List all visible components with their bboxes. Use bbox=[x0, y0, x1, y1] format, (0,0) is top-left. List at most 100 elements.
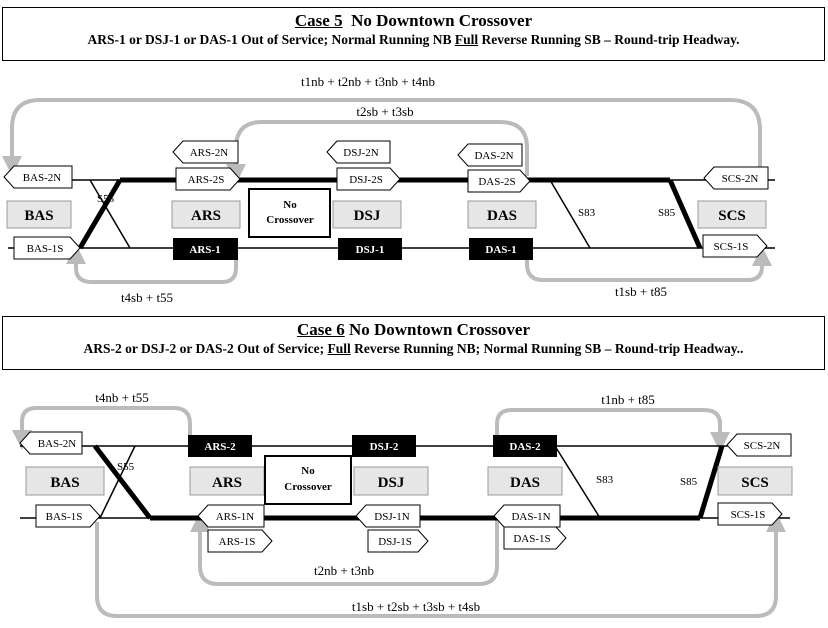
case6-platform-scs-1s: SCS-1S bbox=[717, 502, 783, 526]
case6-platform-scs-2n: SCS-2N bbox=[726, 433, 792, 457]
case6-switch-s85: S85 bbox=[680, 476, 698, 488]
svg-text:BAS-1S: BAS-1S bbox=[46, 511, 83, 523]
case6-platform-dsj-1s: DSJ-1S bbox=[367, 529, 429, 553]
svg-text:DAS-1N: DAS-1N bbox=[511, 511, 550, 523]
case6-s85-crossover bbox=[697, 445, 725, 519]
case6-title: Case 6 No Downtown Crossover bbox=[297, 320, 530, 339]
case6-diagram: BAS ARS DSJ DAS SCS No Crossover BAS-2N bbox=[12, 390, 793, 618]
case5-platform-das-2s: DAS-2S bbox=[467, 169, 531, 193]
case5-platform-scs-1s: SCS-1S bbox=[702, 234, 768, 258]
case6-platform-bas-2n: BAS-2N bbox=[19, 431, 83, 455]
case5-platform-bas-1s: BAS-1S bbox=[13, 236, 81, 260]
case5-switch-s83: S83 bbox=[578, 207, 596, 219]
case6-s83-crossover bbox=[554, 445, 601, 519]
svg-text:ARS-2N: ARS-2N bbox=[190, 147, 229, 159]
case5-loop-left bbox=[66, 244, 238, 284]
case5-station-ars: ARS bbox=[171, 200, 241, 229]
case6-oos-das-2: DAS-2 bbox=[493, 435, 557, 457]
case5-oos-ars-1: ARS-1 bbox=[173, 238, 238, 260]
case6-label-left-loop: t4nb + t55 bbox=[95, 390, 149, 405]
svg-text:SCS-1S: SCS-1S bbox=[714, 241, 749, 253]
svg-text:DAS-1: DAS-1 bbox=[485, 244, 516, 256]
svg-text:DSJ-1: DSJ-1 bbox=[356, 244, 385, 256]
case5-title: Case 5 No Downtown Crossover bbox=[294, 11, 533, 30]
svg-text:DSJ-2S: DSJ-2S bbox=[349, 174, 383, 186]
case6-oos-ars-2: ARS-2 bbox=[188, 435, 252, 457]
case5-s85-crossover bbox=[667, 178, 703, 250]
case5-switch-s85: S85 bbox=[658, 207, 676, 219]
svg-text:DSJ-1S: DSJ-1S bbox=[378, 536, 412, 548]
case5-station-dsj: DSJ bbox=[332, 200, 402, 229]
case6-loop-inner bbox=[190, 512, 499, 586]
case5-label-outer-loop: t1nb + t2nb + t3nb + t4nb bbox=[301, 74, 435, 89]
svg-text:SCS-1S: SCS-1S bbox=[731, 509, 766, 521]
svg-text:ARS-1: ARS-1 bbox=[189, 244, 220, 256]
case5-label-right-loop: t1sb + t85 bbox=[615, 284, 667, 299]
svg-text:BAS-2N: BAS-2N bbox=[23, 172, 62, 184]
station-label: DAS bbox=[487, 208, 517, 224]
svg-text:No: No bbox=[301, 465, 315, 477]
case6-platform-dsj-1n: DSJ-1N bbox=[355, 504, 421, 528]
case6-station-das: DAS bbox=[487, 466, 563, 496]
svg-text:Crossover: Crossover bbox=[284, 481, 332, 493]
case5-platform-ars-2n: ARS-2N bbox=[172, 140, 239, 164]
case5-s55-diag-b bbox=[89, 179, 131, 249]
case6-loop-right bbox=[495, 408, 730, 452]
case6-label-right-loop: t1nb + t85 bbox=[601, 392, 655, 407]
case6-switch-s55: S55 bbox=[117, 461, 135, 473]
case5-header: Case 5 No Downtown Crossover ARS-1 or DS… bbox=[2, 7, 825, 61]
svg-text:Crossover: Crossover bbox=[266, 214, 314, 226]
case6-platform-bas-1s: BAS-1S bbox=[35, 504, 101, 528]
case6-header: Case 6 No Downtown Crossover ARS-2 or DS… bbox=[2, 316, 825, 370]
case5-switch-s55: S55 bbox=[97, 193, 115, 205]
case6-station-scs: SCS bbox=[717, 466, 793, 496]
svg-text:DAS-1S: DAS-1S bbox=[513, 533, 550, 545]
svg-text:DSJ-2N: DSJ-2N bbox=[343, 147, 379, 159]
station-label: DSJ bbox=[354, 208, 381, 224]
case6-subtitle: ARS-2 or DSJ-2 or DAS-2 Out of Service; … bbox=[83, 341, 744, 356]
svg-text:DAS-2: DAS-2 bbox=[509, 441, 541, 453]
case6-s55-diag-a bbox=[93, 444, 152, 520]
station-label: SCS bbox=[718, 208, 746, 224]
case6-switch-s83: S83 bbox=[596, 474, 614, 486]
case6-platform-das-1n: DAS-1N bbox=[493, 504, 561, 528]
case6-platform-ars-1s: ARS-1S bbox=[207, 529, 273, 553]
case5-platform-dsj-2s: DSJ-2S bbox=[336, 167, 401, 191]
case5-station-das: DAS bbox=[467, 200, 537, 229]
case5-station-bas: BAS bbox=[6, 200, 72, 229]
case5-loop-outer bbox=[2, 98, 762, 176]
case5-subtitle: ARS-1 or DSJ-1 or DAS-1 Out of Service; … bbox=[87, 32, 740, 47]
station-label: BAS bbox=[24, 208, 53, 224]
svg-text:SCS-2N: SCS-2N bbox=[744, 440, 781, 452]
case5-label-inner-loop: t2sb + t3sb bbox=[356, 104, 413, 119]
case5-s55-diag-a bbox=[77, 178, 123, 250]
case6-station-bas: BAS bbox=[25, 466, 105, 496]
case5-platform-ars-2s: ARS-2S bbox=[175, 167, 241, 191]
case5-platform-scs-2n: SCS-2N bbox=[703, 166, 769, 190]
case5-platform-das-2n: DAS-2N bbox=[457, 143, 523, 167]
case6-station-ars: ARS bbox=[189, 466, 265, 496]
case5-platform-dsj-2n: DSJ-2N bbox=[326, 140, 391, 164]
case6-oos-dsj-2: DSJ-2 bbox=[352, 435, 416, 457]
case5-diagram: BAS ARS DSJ DAS SCS No Crossover BAS-2N bbox=[2, 74, 775, 305]
svg-text:DAS-2S: DAS-2S bbox=[478, 176, 515, 188]
svg-text:No: No bbox=[283, 199, 297, 211]
case6-no-crossover-box: No Crossover bbox=[264, 455, 352, 505]
station-label: ARS bbox=[212, 475, 242, 491]
case5-platform-bas-2n: BAS-2N bbox=[3, 165, 73, 189]
case6-label-inner-loop: t2nb + t3nb bbox=[314, 563, 374, 578]
case5-loop-inner bbox=[226, 120, 529, 184]
case5-oos-dsj-1: DSJ-1 bbox=[338, 238, 402, 260]
svg-text:DSJ-2: DSJ-2 bbox=[370, 441, 399, 453]
svg-text:BAS-1S: BAS-1S bbox=[27, 243, 64, 255]
case5-no-crossover-box: No Crossover bbox=[248, 188, 331, 238]
case5-oos-das-1: DAS-1 bbox=[469, 238, 533, 260]
case6-label-outer-loop: t1sb + t2sb + t3sb + t4sb bbox=[352, 599, 480, 614]
svg-text:ARS-2S: ARS-2S bbox=[188, 174, 225, 186]
case5-station-scs: SCS bbox=[697, 200, 767, 229]
svg-text:ARS-1S: ARS-1S bbox=[219, 536, 256, 548]
case6-loop-outer bbox=[95, 512, 786, 618]
station-label: ARS bbox=[191, 208, 221, 224]
station-label: DAS bbox=[510, 475, 540, 491]
